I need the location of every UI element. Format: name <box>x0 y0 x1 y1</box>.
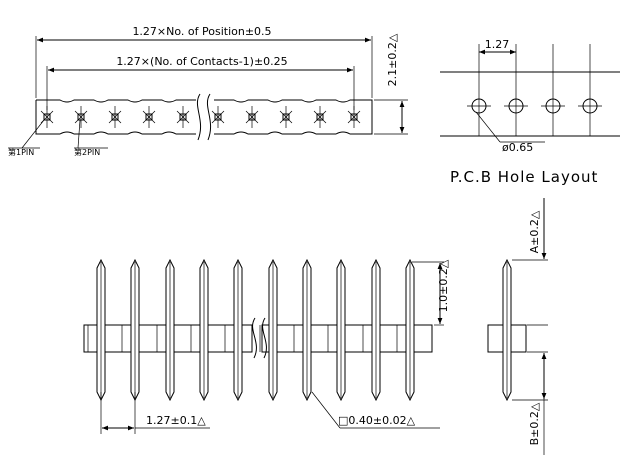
pcb-hole <box>578 44 602 136</box>
front-break-symbol <box>252 317 267 359</box>
front-pins <box>87 258 415 402</box>
pcb-hole-circle <box>545 98 561 114</box>
pcb-hole-layout: 1.27 ø0.65 P.C.B Hole Layout <box>440 38 620 186</box>
pcb-holes <box>467 44 602 136</box>
side-b-label: B±0.2△ <box>528 402 541 445</box>
pin1-label: 第1PIN <box>8 147 34 157</box>
pcb-hole-circle <box>508 98 524 114</box>
top-pin <box>176 106 190 128</box>
top-pins <box>40 106 361 128</box>
pin2-label: 第2PIN <box>74 147 100 157</box>
pcb-hole-circle <box>471 98 487 114</box>
pin1-leader <box>21 119 45 149</box>
front-pin <box>259 258 278 402</box>
hole-leader <box>475 111 501 143</box>
top-pin <box>313 106 327 128</box>
front-pin <box>293 258 312 402</box>
hole-diameter-label: ø0.65 <box>502 141 533 154</box>
top-strip-outline <box>35 99 373 135</box>
dim-contacts-label: 1.27×(No. of Contacts-1)±0.25 <box>116 55 287 68</box>
side-a-label: A±0.2△ <box>528 210 541 253</box>
pin-square-leader <box>311 391 341 429</box>
front-pin <box>362 258 381 402</box>
dim-height-label: 2.1±0.2△ <box>386 33 399 86</box>
front-pin <box>87 258 106 402</box>
top-view: 1.27×No. of Position±0.5 1.27×(No. of Co… <box>8 25 408 157</box>
front-pin <box>156 258 175 402</box>
side-view: A±0.2△ B±0.2△ <box>487 198 548 455</box>
front-view: 1.0±0.2△ 1.27±0.1△ □0.40±0.02△ <box>83 258 450 434</box>
pcb-pitch-label: 1.27 <box>485 38 510 51</box>
top-pin <box>279 106 293 128</box>
pcb-hole <box>467 44 491 136</box>
pcb-title: P.C.B Hole Layout <box>450 168 598 186</box>
front-pin <box>224 258 243 402</box>
front-pin <box>121 258 140 402</box>
top-pin <box>245 106 259 128</box>
top-pin <box>74 106 88 128</box>
front-height-label: 1.0±0.2△ <box>437 259 450 312</box>
top-pin <box>142 106 156 128</box>
pcb-hole-circle <box>582 98 598 114</box>
dim-position-label: 1.27×No. of Position±0.5 <box>132 25 271 38</box>
front-pitch-label: 1.27±0.1△ <box>146 414 206 427</box>
pcb-hole <box>504 44 528 136</box>
pin-square-label: □0.40±0.02△ <box>338 414 416 427</box>
top-break-symbol <box>196 93 212 141</box>
top-pin <box>347 106 361 128</box>
front-pin <box>327 258 346 402</box>
pcb-hole <box>541 44 565 136</box>
pin2-leader <box>77 119 81 149</box>
top-pin <box>108 106 122 128</box>
front-pin <box>396 258 415 402</box>
top-pin <box>211 106 225 128</box>
front-pin <box>190 258 209 402</box>
